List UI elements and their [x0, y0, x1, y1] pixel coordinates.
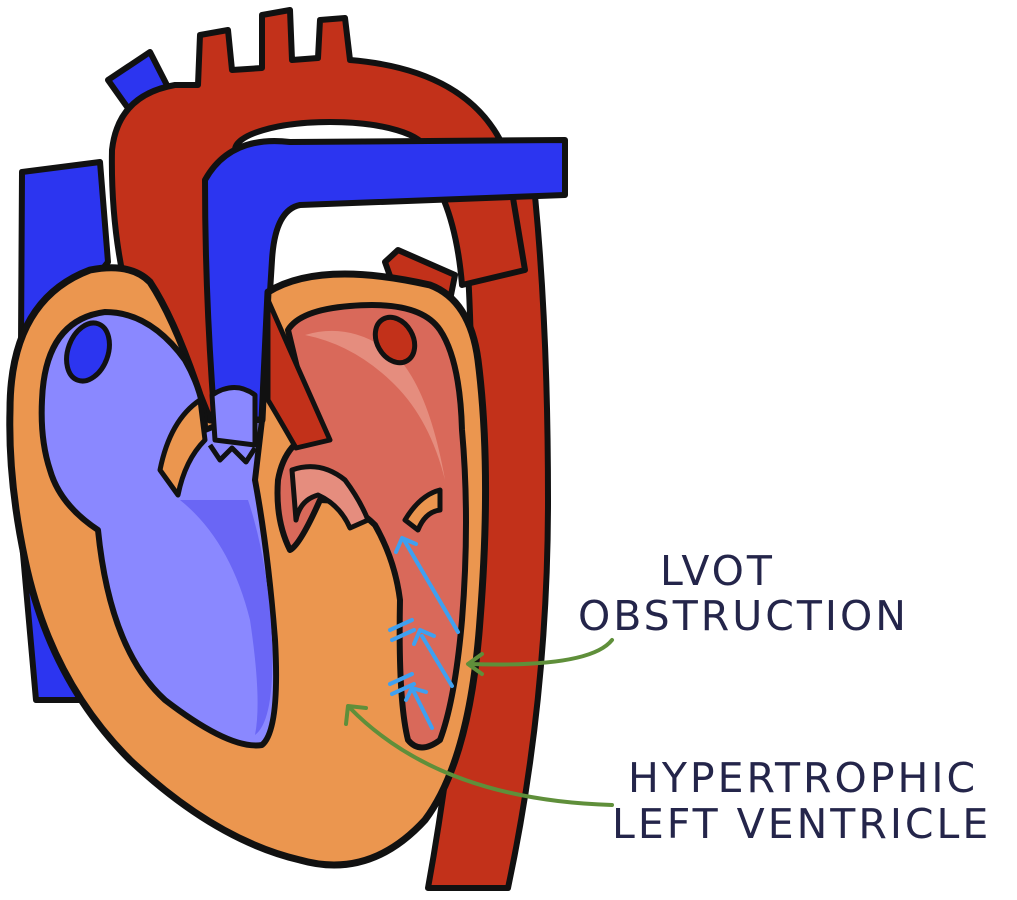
flow-arrow-icon	[402, 538, 460, 634]
aortic-root	[265, 297, 333, 451]
label-hyp-line2: LEFT VENTRICLE	[612, 800, 991, 848]
pointer-arrow-icon	[466, 652, 484, 676]
pulmonary-valve-leaflet	[207, 443, 258, 465]
label-lvot-line2: OBSTRUCTION	[578, 592, 909, 640]
flow-arrow-icon	[420, 634, 454, 688]
flow-dash	[390, 628, 416, 642]
pulmonary-valve	[209, 385, 258, 448]
pointer-arrow-icon	[344, 704, 368, 726]
mitral-valve-leaflet-right	[402, 487, 443, 533]
right-chamber-shade	[180, 500, 273, 735]
flow-arrow-icon	[412, 690, 434, 730]
flow-arrow-icon	[412, 628, 436, 646]
mitral-valve	[289, 464, 371, 531]
flow-arrow-icon	[394, 536, 418, 554]
tricuspid-valve	[157, 397, 208, 498]
right-chambers	[38, 309, 280, 749]
vena-cava-opening	[64, 320, 112, 384]
label-lvot-line1: LVOT	[660, 547, 775, 595]
flow-dash	[388, 672, 414, 686]
flow-dash	[390, 682, 416, 696]
pulmonary-vein-opening	[372, 314, 418, 366]
left-chamber-highlight	[305, 330, 445, 480]
flow-arrows	[388, 536, 460, 730]
flow-arrow-icon	[404, 686, 428, 702]
pointer-arrow-icon	[348, 706, 614, 807]
pointer-arrows	[344, 638, 614, 807]
label-hyp-line1: HYPERTROPHIC	[628, 754, 978, 802]
pointer-arrow-icon	[468, 638, 614, 667]
flow-dash	[388, 618, 414, 632]
